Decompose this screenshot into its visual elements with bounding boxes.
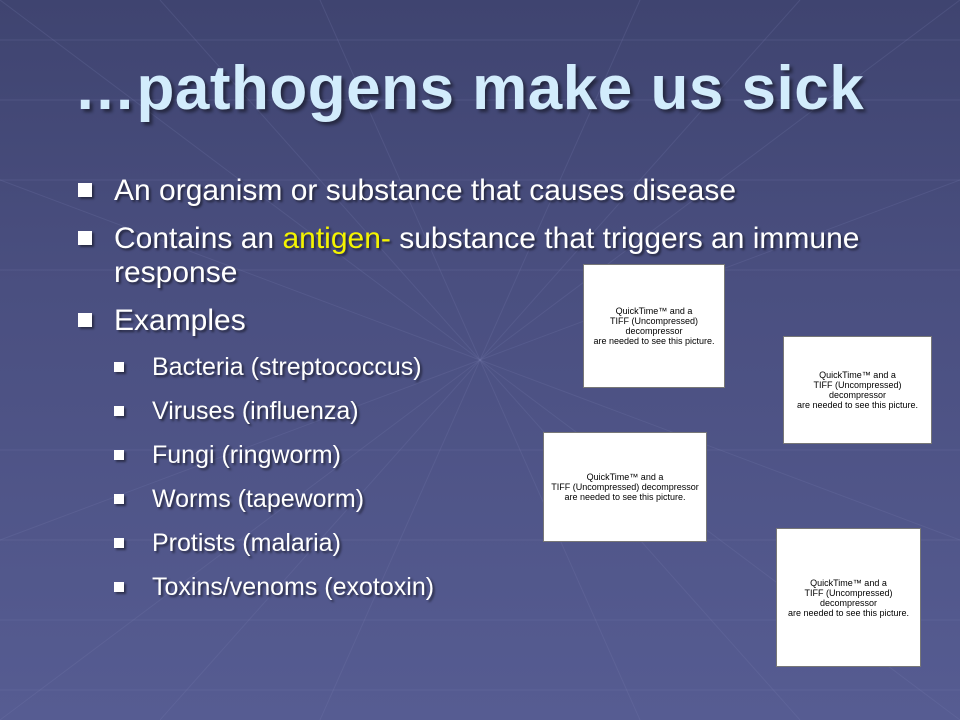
- sub-bullet-item: Worms (tapeworm): [114, 484, 896, 514]
- square-bullet-icon: [78, 313, 92, 327]
- small-square-bullet-icon: [114, 582, 124, 592]
- placeholder-message: QuickTime™ and a TIFF (Uncompressed) dec…: [796, 370, 919, 410]
- bullet-text: An organism or substance that causes dis…: [114, 174, 737, 207]
- bullet-item: Contains an antigen- substance that trig…: [76, 222, 896, 290]
- sub-bullet-text: Viruses (influenza): [152, 397, 359, 425]
- bullet-text-before: Contains an: [114, 222, 283, 255]
- sub-bullet-text: Fungi (ringworm): [152, 441, 341, 469]
- image-placeholder: QuickTime™ and a TIFF (Uncompressed) dec…: [543, 432, 707, 542]
- image-placeholder: QuickTime™ and a TIFF (Uncompressed) dec…: [776, 528, 921, 667]
- square-bullet-icon: [78, 183, 92, 197]
- square-bullet-icon: [78, 231, 92, 245]
- sub-bullet-text: Worms (tapeworm): [152, 485, 365, 513]
- small-square-bullet-icon: [114, 450, 124, 460]
- bullet-text-after: substance that triggers an immune respon…: [114, 222, 860, 289]
- sub-bullet-text: Bacteria (streptococcus): [152, 353, 422, 381]
- sub-bullet-item: Bacteria (streptococcus): [114, 352, 896, 382]
- image-placeholder: QuickTime™ and a TIFF (Uncompressed) dec…: [583, 264, 725, 388]
- small-square-bullet-icon: [114, 362, 124, 372]
- bullet-item: An organism or substance that causes dis…: [76, 174, 896, 208]
- small-square-bullet-icon: [114, 538, 124, 548]
- placeholder-message: QuickTime™ and a TIFF (Uncompressed) dec…: [551, 472, 699, 502]
- sub-bullet-list: Bacteria (streptococcus) Viruses (influe…: [114, 352, 896, 602]
- sub-bullet-item: Fungi (ringworm): [114, 440, 896, 470]
- placeholder-message: QuickTime™ and a TIFF (Uncompressed) dec…: [593, 306, 715, 346]
- image-placeholder: QuickTime™ and a TIFF (Uncompressed) dec…: [783, 336, 932, 444]
- small-square-bullet-icon: [114, 494, 124, 504]
- placeholder-message: QuickTime™ and a TIFF (Uncompressed) dec…: [787, 577, 910, 618]
- bullet-list: An organism or substance that causes dis…: [76, 174, 896, 616]
- sub-bullet-item: Protists (malaria): [114, 528, 896, 558]
- bullet-item: Examples Bacteria (streptococcus) Viruse…: [76, 304, 896, 602]
- sub-bullet-text: Protists (malaria): [152, 529, 341, 557]
- highlighted-term: antigen-: [282, 222, 391, 255]
- small-square-bullet-icon: [114, 406, 124, 416]
- sub-bullet-item: Viruses (influenza): [114, 396, 896, 426]
- sub-bullet-item: Toxins/venoms (exotoxin): [114, 572, 896, 602]
- bullet-text: Examples: [114, 304, 246, 337]
- sub-bullet-text: Toxins/venoms (exotoxin): [152, 573, 435, 601]
- slide-title: …pathogens make us sick: [74, 54, 865, 123]
